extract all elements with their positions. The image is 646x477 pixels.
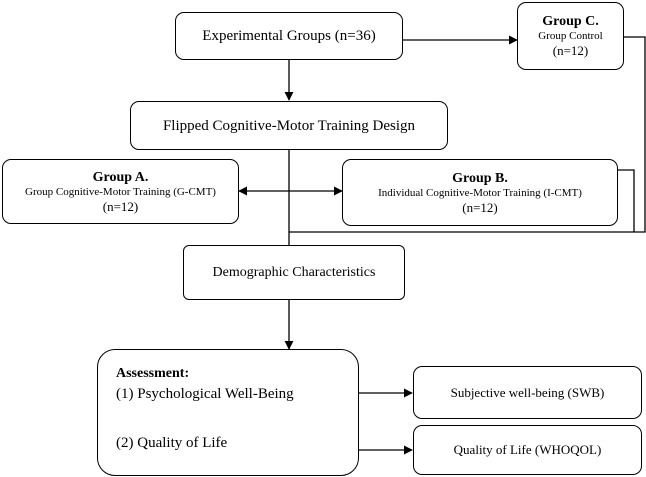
group-a-title: Group A. (92, 169, 149, 185)
group-b-title: Group B. (452, 170, 508, 186)
assessment-box (97, 349, 359, 476)
line-group-c-return (289, 36, 646, 233)
group-b-subtitle: Individual Cognitive-Motor Training (I-C… (378, 186, 582, 199)
design-label: Flipped Cognitive-Motor Training Design (162, 117, 416, 134)
group-c-subtitle: Group Control (538, 30, 603, 42)
demographics-label: Demographic Characteristics (212, 265, 376, 280)
swb-label: Subjective well-being (SWB) (450, 384, 605, 400)
assessment-item-wellbeing: (1) Psychological Well-Being (116, 386, 294, 402)
group-c-title: Group C. (542, 14, 599, 29)
experimental-groups-box: Experimental Groups (n=36) (175, 12, 403, 60)
group-c-count: (n=12) (552, 43, 589, 58)
experimental-groups-label: Experimental Groups (n=36) (202, 28, 376, 44)
line-group-b-return (618, 169, 635, 232)
assessment-item-qol: (2) Quality of Life (116, 435, 228, 451)
swb-box: Subjective well-being (SWB) (413, 366, 642, 419)
group-b-box: Group B. Individual Cognitive-Motor Trai… (342, 159, 618, 226)
group-a-box: Group A. Group Cognitive-Motor Training … (2, 159, 239, 224)
design-box: Flipped Cognitive-Motor Training Design (130, 101, 448, 150)
group-b-count: (n=12) (462, 199, 498, 215)
group-a-subtitle: Group Cognitive-Motor Training (G-CMT) (25, 185, 216, 198)
group-a-count: (n=12) (102, 198, 139, 214)
group-c-box: Group C. Group Control (n=12) (517, 2, 624, 70)
assessment-title: Assessment: (116, 366, 190, 381)
whoqol-box: Quality of Life (WHOQOL) (413, 425, 642, 475)
whoqol-label: Quality of Life (WHOQOL) (453, 442, 602, 457)
demographics-box: Demographic Characteristics (183, 245, 405, 300)
